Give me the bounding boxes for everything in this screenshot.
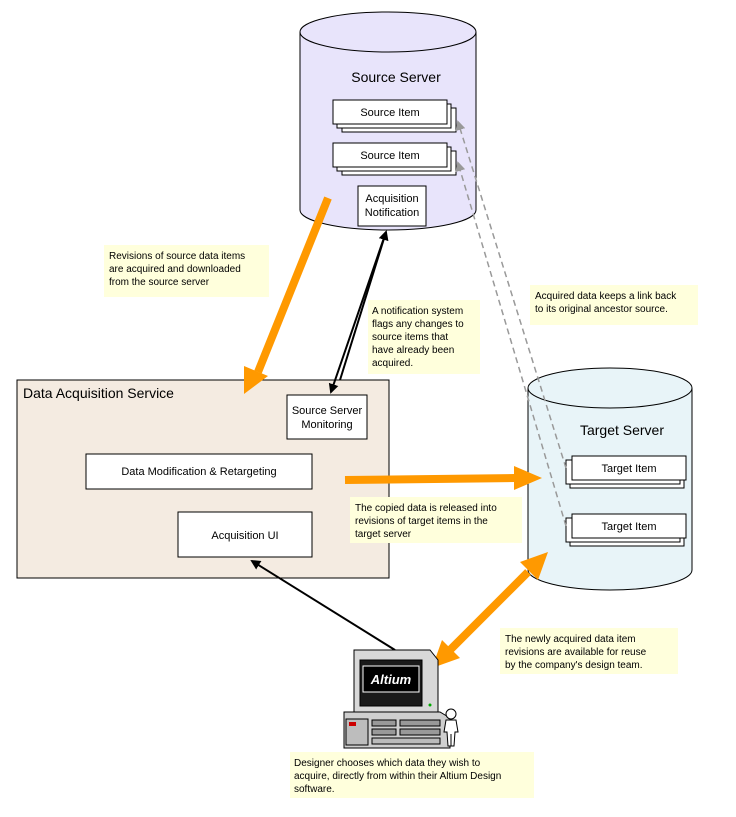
note-reuse: The newly acquired data item revisions a… [500, 628, 678, 674]
acquisition-ui-box: Acquisition UI [177, 511, 313, 558]
note-line: from the source server [109, 277, 210, 288]
note-line: The copied data is released into [355, 503, 497, 514]
link-arrow [455, 120, 567, 469]
service-title: Data Acquisition Service [23, 385, 174, 401]
note-line: have already been [372, 345, 454, 356]
target-server: Target Server Target Item Target Item [527, 367, 693, 591]
data-modification-box: Data Modification & Retargeting [85, 453, 313, 490]
download-arrow [244, 196, 332, 394]
note-line: software. [294, 784, 335, 795]
target-item: Target Item [565, 455, 687, 489]
reuse-arrow [432, 552, 548, 668]
link-arrow [455, 161, 567, 527]
monitor: Altium [353, 649, 439, 713]
note-designer: Designer chooses which data they wish to… [290, 752, 534, 798]
note-line: The newly acquired data item [505, 634, 636, 645]
black-arrows [250, 230, 396, 651]
source-server-monitoring-box: Source Server Monitoring [286, 394, 368, 440]
note-line: flags any changes to [372, 319, 464, 330]
notification-line: Notification [365, 207, 419, 219]
source-server: Source Server Source Item Source Item Ac… [299, 11, 477, 231]
altium-logo: Altium [370, 672, 412, 687]
target-item: Target Item [565, 513, 687, 547]
source-server-title: Source Server [351, 69, 441, 85]
notification-arrow-reverse [328, 231, 387, 394]
release-arrow [344, 466, 542, 490]
note-copied: The copied data is released into revisio… [350, 497, 522, 543]
note-line: Revisions of source data items [109, 251, 245, 262]
flow-arrows [244, 196, 548, 668]
designer-person-icon [443, 708, 459, 747]
modification-label: Data Modification & Retargeting [121, 466, 276, 478]
note-notification: A notification system flags any changes … [368, 300, 480, 374]
note-line: revisions are available for reuse [505, 647, 647, 658]
acquisition-notification-box: Acquisition Notification [357, 185, 427, 227]
note-line: are acquired and downloaded [109, 264, 241, 275]
note-line: to its original ancestor source. [535, 304, 668, 315]
source-item-label: Source Item [360, 150, 419, 162]
note-link: Acquired data keeps a link back to its o… [530, 285, 698, 325]
note-line: source items that [372, 332, 448, 343]
note-line: revisions of target items in the [355, 516, 488, 527]
note-line: A notification system [372, 306, 463, 317]
source-item: Source Item [332, 99, 457, 133]
note-line: Acquired data keeps a link back [535, 291, 677, 302]
base-unit [343, 711, 451, 749]
note-revisions: Revisions of source data items are acqui… [104, 245, 269, 297]
note-line: Designer chooses which data they wish to [294, 758, 481, 769]
acquisition-ui-label: Acquisition UI [211, 530, 278, 542]
ancestor-links [455, 120, 567, 527]
note-line: target server [355, 529, 412, 540]
data-acquisition-service: Data Acquisition Service Source Server M… [16, 379, 390, 579]
note-line: acquire, directly from within their Alti… [294, 771, 501, 782]
source-item: Source Item [332, 142, 457, 176]
note-line: by the company's design team. [505, 660, 643, 671]
target-item-label: Target Item [601, 463, 656, 475]
target-server-title: Target Server [580, 422, 664, 438]
monitoring-line: Source Server [292, 405, 363, 417]
target-item-label: Target Item [601, 521, 656, 533]
monitoring-line: Monitoring [301, 419, 352, 431]
notification-line: Acquisition [365, 193, 418, 205]
note-line: acquired. [372, 358, 413, 369]
computer-workstation: Altium [343, 649, 459, 749]
designer-arrow [250, 559, 396, 651]
source-item-label: Source Item [360, 107, 419, 119]
